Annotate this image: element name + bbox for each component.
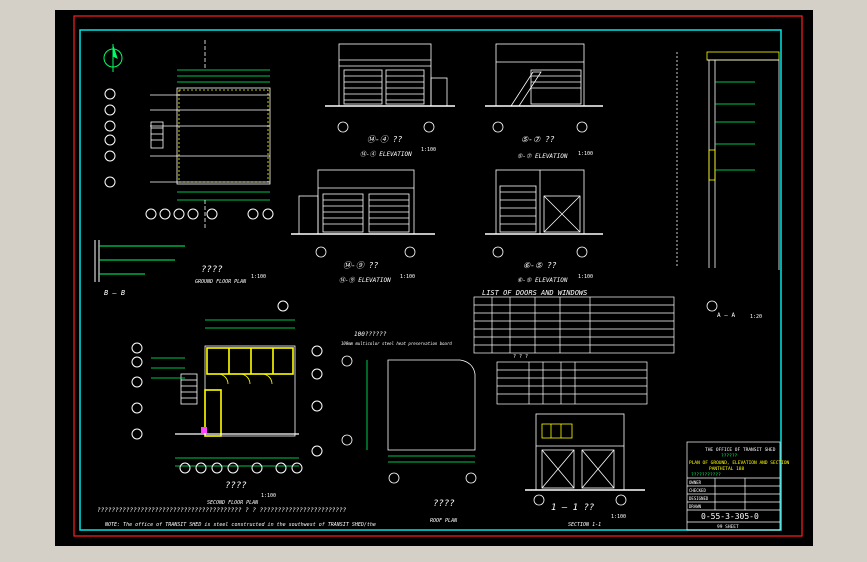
- notes-question-marks: ????????????????????????????????????????…: [97, 507, 347, 514]
- elevation-2-title: ⑤-⑦ ??: [521, 135, 555, 144]
- section-1-1-scale: 1:100: [611, 514, 626, 520]
- elevation-1-subtitle: ⑭-④ ELEVATION: [360, 150, 412, 158]
- roof-plan-title: ????: [433, 499, 455, 509]
- second-plan-scale: 1:100: [261, 493, 276, 499]
- elevation-1-scale: 1:100: [421, 147, 436, 153]
- roof-plan-subtitle: ROOF PLAN: [430, 518, 458, 524]
- second-plan-subtitle: SECOND FLOOR PLAN: [207, 500, 259, 506]
- elevation-3-scale: 1:100: [400, 274, 415, 280]
- second-floor-plan: [151, 319, 299, 467]
- elevation-2: [485, 43, 603, 133]
- elevation-3-subtitle: ⑭-⑨ ELEVATION: [339, 276, 391, 284]
- roof-note: 100??????: [354, 331, 387, 338]
- title-line-2: ??????: [721, 453, 738, 459]
- section-aa-title: A — A: [717, 312, 735, 319]
- title-row-owner: OWNER: [689, 480, 702, 485]
- ground-floor-plan: [150, 40, 271, 228]
- section-bb: [94, 240, 185, 282]
- elevation-3-title: ⑭-⑨ ??: [343, 261, 378, 270]
- section-bb-title: B — B: [104, 289, 125, 297]
- title-line-3: PLAN OF GROUND, ELEVATION AND SECTION: [689, 460, 790, 466]
- title-row-checked: CHECKED: [689, 488, 706, 493]
- elevation-2-scale: 1:100: [578, 151, 593, 157]
- section-aa-detail: [676, 51, 780, 312]
- schedule-title: LIST OF DOORS AND WINDOWS: [482, 289, 587, 297]
- insulation-note: 100mm multicolor steel heat preservation…: [341, 341, 452, 346]
- schedule-subtitle: ? ? ?: [513, 354, 528, 360]
- door-window-schedule-table: [473, 296, 675, 354]
- elevation-2-subtitle: ⑤-⑦ ELEVATION: [517, 153, 568, 160]
- elevation-4-subtitle: ⑥-⑤ ELEVATION: [517, 277, 568, 284]
- section-1-1-title: 1 — 1 ??: [551, 503, 594, 513]
- elevation-1-title: ⑭-④ ??: [367, 135, 402, 144]
- title-row-designed: DESIGNED: [689, 496, 709, 501]
- elevation-4-title: ⑥-⑤ ??: [523, 261, 557, 270]
- section-1-1-subtitle: SECTION 1-1: [568, 522, 601, 528]
- schedule-table-2: [496, 361, 648, 405]
- elevation-3: [291, 169, 435, 258]
- title-block: [686, 441, 781, 531]
- title-line-4: PANTHITAL 188: [709, 466, 745, 472]
- roof-plan: [341, 355, 477, 484]
- elevation-4: [485, 169, 603, 258]
- elevation-1: [325, 43, 455, 133]
- outer-frame: [73, 15, 803, 537]
- second-plan-axis-bubbles: [131, 300, 323, 474]
- inner-frame: [79, 29, 782, 531]
- ground-plan-title: ????: [201, 265, 223, 275]
- cad-canvas: ???? GROUND FLOOR PLAN 1:100 B — B ⑭-④ ?…: [73, 15, 803, 537]
- stair-marker: [201, 427, 207, 433]
- drawing-number: 0-55-3-305-0: [701, 512, 759, 521]
- title-line-5: ???????????: [691, 472, 721, 478]
- ground-plan-scale: 1:100: [251, 274, 266, 280]
- notes-main: NOTE: The office of TRANSIT SHED is stee…: [104, 522, 376, 528]
- elevation-4-scale: 1:100: [578, 274, 593, 280]
- sheet-label: 99 SHEET: [717, 524, 739, 530]
- section-aa-scale: 1:20: [750, 314, 762, 320]
- ground-plan-subtitle: GROUND FLOOR PLAN: [195, 279, 247, 285]
- ground-plan-axis-bubbles: [104, 88, 274, 220]
- title-row-drawn: DRAWN: [689, 504, 702, 509]
- cad-drawing-sheet: ???? GROUND FLOOR PLAN 1:100 B — B ⑭-④ ?…: [55, 10, 813, 546]
- north-arrow-icon: [103, 44, 123, 72]
- section-1-1: [525, 413, 645, 506]
- second-plan-title: ????: [225, 481, 247, 491]
- title-line-1: THE OFFICE OF TRANSIT SHED: [705, 447, 776, 453]
